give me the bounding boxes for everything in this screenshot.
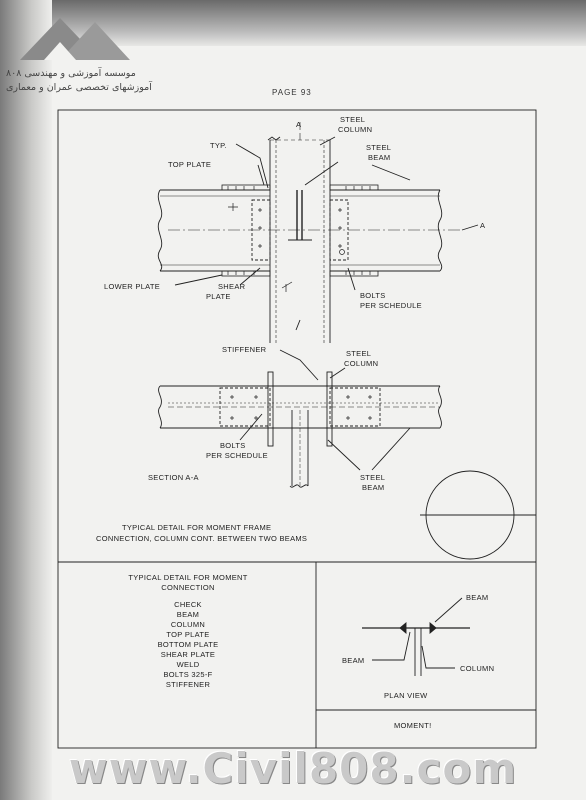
checklist-item: TOP PLATE bbox=[166, 630, 209, 639]
typ-label: TYP. bbox=[210, 141, 227, 150]
institute-logo bbox=[20, 18, 130, 60]
moment-label: MOMENT! bbox=[394, 721, 432, 730]
section-a-a-view bbox=[158, 349, 442, 488]
checklist-title-line1: TYPICAL DETAIL FOR MOMENT bbox=[128, 573, 247, 582]
plan-view bbox=[362, 597, 470, 676]
elev-steel-column-line2: COLUMN bbox=[338, 125, 372, 134]
checklist-item: BEAM bbox=[177, 610, 199, 619]
caption-line1: TYPICAL DETAIL FOR MOMENT FRAME bbox=[122, 523, 271, 532]
shear-plate-line2: PLATE bbox=[206, 292, 231, 301]
elev-bolts-line1: BOLTS bbox=[360, 291, 386, 300]
sheet-border bbox=[57, 109, 537, 749]
sect-steel-beam-line1: STEEL bbox=[360, 473, 385, 482]
elev-steel-beam-line1: STEEL bbox=[366, 143, 391, 152]
checklist-item: STIFFENER bbox=[166, 680, 211, 689]
elev-bolts-line2: PER SCHEDULE bbox=[360, 301, 422, 310]
elev-steel-column-line1: STEEL bbox=[340, 115, 365, 124]
sect-steel-column-line2: COLUMN bbox=[344, 359, 378, 368]
sect-steel-column-line1: STEEL bbox=[346, 349, 371, 358]
page-number: PAGE 93 bbox=[272, 88, 312, 97]
shear-plate-line1: SHEAR bbox=[218, 282, 246, 291]
checklist-item: WELD bbox=[177, 660, 200, 669]
sect-bolts-line1: BOLTS bbox=[220, 441, 246, 450]
site-watermark: www.Civil808.com bbox=[68, 744, 518, 793]
checklist-item: SHEAR PLATE bbox=[161, 650, 215, 659]
top-plate-label: TOP PLATE bbox=[168, 160, 211, 169]
scan-shadow-left bbox=[0, 0, 52, 800]
stiffener-label: STIFFENER bbox=[222, 345, 267, 354]
institute-name: موسسه آموزشی و مهندسی ۸۰۸ bbox=[6, 68, 136, 79]
checklist-item: CHECK bbox=[174, 600, 202, 609]
plan-beam-left-label: BEAM bbox=[342, 656, 364, 665]
checklist-title-line2: CONNECTION bbox=[161, 583, 214, 592]
plan-beam-top-label: BEAM bbox=[466, 593, 488, 602]
checklist-item: BOTTOM PLATE bbox=[158, 640, 219, 649]
sect-steel-beam-line2: BEAM bbox=[362, 483, 384, 492]
checklist-item: BOLTS 325-F bbox=[163, 670, 212, 679]
sect-bolts-line2: PER SCHEDULE bbox=[206, 451, 268, 460]
plan-column-label: COLUMN bbox=[460, 664, 494, 673]
elev-steel-beam-line2: BEAM bbox=[368, 153, 390, 162]
lower-plate-label: LOWER PLATE bbox=[104, 282, 160, 291]
section-title: SECTION A-A bbox=[148, 473, 199, 482]
elevation-view bbox=[157, 122, 479, 343]
checklist-item: COLUMN bbox=[171, 620, 205, 629]
caption-line2: CONNECTION, COLUMN CONT. BETWEEN TWO BEA… bbox=[96, 534, 307, 543]
institute-tagline: آموزشهای تخصصی عمران و معماری bbox=[6, 82, 152, 93]
section-mark-top: A bbox=[296, 120, 301, 129]
section-mark-right: A bbox=[480, 221, 485, 230]
plan-view-title: PLAN VIEW bbox=[384, 691, 428, 700]
